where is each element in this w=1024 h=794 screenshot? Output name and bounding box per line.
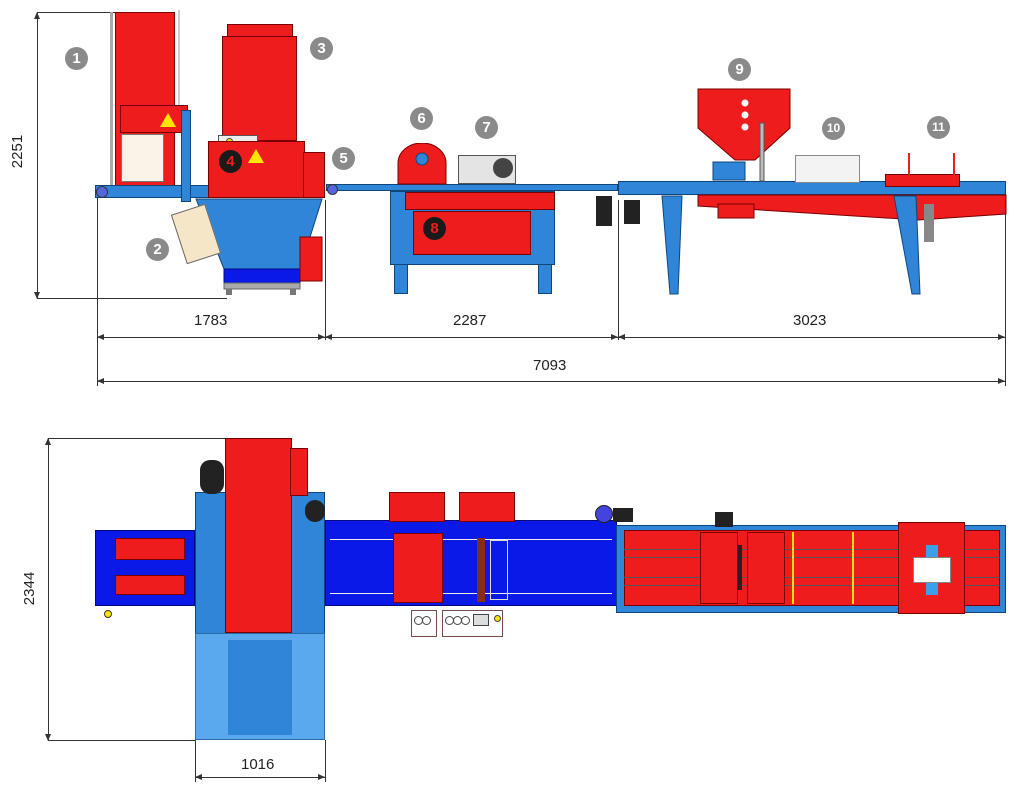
motor-icon (624, 200, 640, 224)
dimension-label-1: 1783 (194, 312, 228, 329)
motor-icon (715, 512, 733, 527)
hopper-dimension-line (195, 774, 325, 780)
dimension-label-3: 3023 (793, 312, 827, 329)
dimension-label-2: 2287 (453, 312, 487, 329)
yellow-guide (852, 532, 854, 604)
roller-icon (327, 184, 338, 195)
extension-line (325, 740, 326, 782)
motor-icon (200, 460, 224, 494)
extension-line (618, 200, 619, 340)
tower-frame (178, 10, 180, 105)
machine-10-panel (795, 155, 860, 183)
roller-icon (96, 186, 108, 198)
dimension-line-1 (97, 334, 325, 340)
callout-5: 5 (332, 147, 355, 170)
callout-1: 1 (65, 47, 88, 70)
warning-icon (160, 113, 176, 127)
extension-line (37, 12, 117, 13)
width-dimension-label: 2344 (21, 571, 39, 606)
callout-3: 3 (310, 37, 333, 60)
extension-line (97, 198, 98, 386)
rod (624, 585, 1000, 586)
central-machine-top (225, 438, 292, 633)
infeed-guide (115, 538, 185, 560)
machine-11-window (913, 557, 951, 583)
middle-conveyor (326, 184, 618, 191)
height-dimension-label: 2251 (9, 134, 27, 169)
machine-9-hopper (697, 88, 791, 182)
outfeed-undercarriage (661, 194, 1007, 295)
motor-icon (305, 500, 325, 522)
height-dimension-line (34, 12, 40, 299)
rod (624, 577, 1000, 578)
callout-11: 11 (927, 116, 950, 139)
belt-rail (330, 539, 612, 540)
total-dimension-line (97, 378, 1005, 384)
vertical-post (181, 110, 191, 202)
press-block (747, 532, 785, 604)
extension-line (1005, 200, 1006, 386)
emergency-stop-icon (104, 610, 112, 618)
yellow-guide (792, 532, 794, 604)
extension-line (195, 740, 196, 782)
extension-line (325, 200, 326, 340)
rod (624, 557, 1000, 558)
guide-frame (490, 540, 508, 600)
motor-icon (595, 505, 613, 523)
warning-icon (248, 149, 264, 163)
machine-8-top (405, 192, 555, 210)
machine-4-side (303, 152, 325, 198)
hopper-inner (228, 640, 292, 735)
motor-icon (596, 196, 612, 226)
machine-11-post (953, 153, 955, 175)
tower-frame (110, 12, 113, 187)
brush-roller (477, 538, 485, 602)
callout-7: 7 (475, 116, 498, 139)
belt-cover (393, 533, 443, 603)
motor-icon (493, 158, 513, 178)
press-block (700, 532, 738, 604)
callout-8: 8 (423, 217, 446, 240)
callout-6: 6 (410, 107, 433, 130)
central-machine-side (290, 448, 308, 496)
rod (624, 549, 1000, 550)
leg (394, 264, 408, 294)
dimension-line-3 (618, 334, 1005, 340)
control-panel[interactable] (442, 610, 503, 637)
main-belt (325, 520, 617, 606)
total-dimension-label: 7093 (533, 357, 567, 374)
blue-hopper (195, 198, 323, 295)
machine-3-hopper (222, 36, 297, 141)
machine-11-bracket (926, 545, 938, 557)
callout-10: 10 (822, 117, 845, 140)
extension-line (37, 298, 227, 299)
control-panel (411, 610, 437, 637)
extension-line (48, 740, 196, 741)
callout-2: 2 (146, 238, 169, 261)
machine-11-unit (885, 174, 960, 187)
callout-9: 9 (728, 58, 751, 81)
machine-1-window (121, 134, 164, 182)
belt-rail (330, 593, 612, 594)
machine-1-head (120, 105, 188, 133)
cutter-unit-top (389, 492, 445, 522)
callout-4: 4 (219, 150, 242, 173)
machine-11-bracket (926, 583, 938, 595)
motor-icon (613, 508, 633, 522)
machine-6-cutter (397, 143, 447, 185)
leg (538, 264, 552, 294)
extension-line (48, 438, 228, 439)
cutter-unit-top (459, 492, 515, 522)
hopper-dimension-label: 1016 (241, 756, 275, 773)
width-dimension-line (45, 438, 51, 741)
press-gap (738, 545, 742, 590)
infeed-guide (115, 575, 185, 595)
machine-11-post (908, 153, 910, 175)
dimension-line-2 (325, 334, 618, 340)
